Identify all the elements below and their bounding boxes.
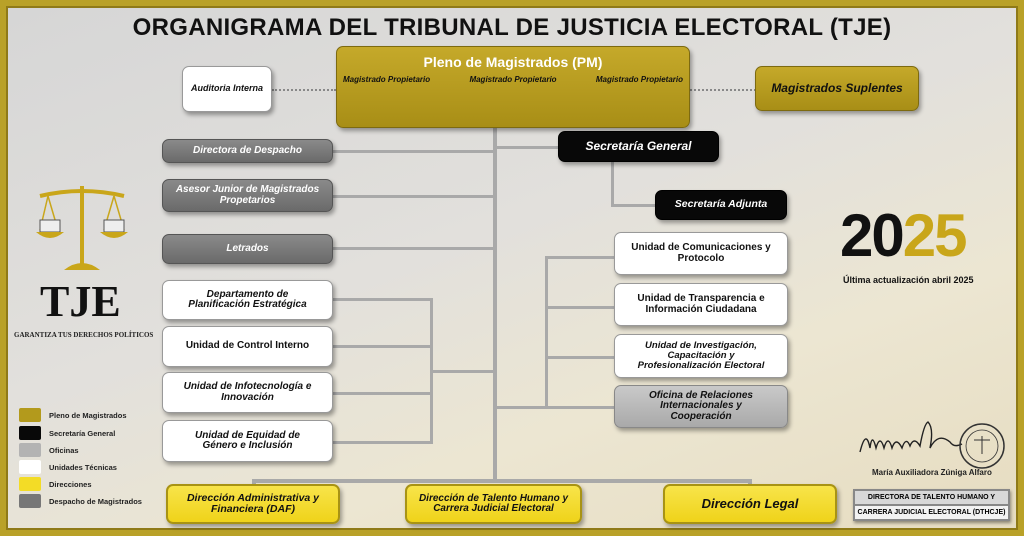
box-label: Dirección Administrativa y Financiera (D…: [186, 491, 320, 515]
secretaria-general-box[interactable]: Secretaría General: [558, 131, 719, 162]
signature-image: [859, 421, 1005, 469]
box-label: Unidad de Transparencia e Información Ci…: [637, 293, 765, 315]
box-label: Dirección Legal: [701, 496, 799, 512]
year-badge: 2025: [840, 206, 967, 266]
unit-box[interactable]: Unidad de Comunicaciones y Protocolo: [614, 232, 788, 275]
connector: [545, 256, 615, 259]
connector: [430, 298, 433, 443]
connector: [433, 370, 495, 373]
direccion-box[interactable]: Dirección Legal: [663, 484, 837, 524]
unit-box[interactable]: Oficina de Relaciones Internacionales y …: [614, 385, 788, 428]
legend-swatch: [19, 477, 41, 491]
signatory-name: María Auxiliadora Zúniga Alfaro: [872, 468, 992, 477]
connector: [545, 356, 615, 359]
box-label: Secretaría Adjunta: [674, 198, 768, 211]
legend-swatch: [19, 426, 41, 440]
box-label: Unidad de Comunicaciones y Protocolo: [631, 242, 771, 264]
connector: [333, 392, 433, 395]
connector: [333, 345, 433, 348]
box-label: Asesor Junior de Magistrados Propetarios: [175, 184, 320, 206]
direccion-box[interactable]: Dirección de Talento Humano y Carrera Ju…: [405, 484, 582, 524]
direccion-box[interactable]: Dirección Administrativa y Financiera (D…: [166, 484, 340, 524]
unit-box[interactable]: Letrados: [162, 234, 333, 264]
unit-box[interactable]: Directora de Despacho: [162, 139, 333, 163]
connector: [333, 298, 433, 301]
box-label: Dirección de Talento Humano y Carrera Ju…: [418, 492, 569, 514]
auditoria-interna-box[interactable]: Auditoria Interna: [182, 66, 272, 112]
connector: [611, 160, 614, 206]
legend-swatch: [19, 460, 41, 474]
box-label: Oficina de Relaciones Internacionales y …: [649, 389, 753, 422]
box-label: Unidad de Infotecnología e Innovación: [183, 381, 312, 403]
pleno-box[interactable]: Pleno de Magistrados (PM) Magistrado Pro…: [336, 46, 690, 128]
unit-box[interactable]: Unidad de Control Interno: [162, 326, 333, 367]
logo-tagline: GARANTIZA TUS DERECHOS POLÍTICOS: [14, 331, 154, 339]
suplentes-box[interactable]: Magistrados Suplentes: [755, 66, 919, 111]
role-line: DIRECTORA DE TALENTO HUMANO Y: [855, 491, 1008, 504]
unit-box[interactable]: Unidad de Equidad de Género e Inclusión: [162, 420, 333, 462]
year-part: 25: [902, 202, 968, 269]
unit-box[interactable]: Asesor Junior de Magistrados Propetarios: [162, 179, 333, 212]
unit-box[interactable]: Unidad de Investigación, Capacitación y …: [614, 334, 788, 378]
trunk-connector: [493, 128, 497, 480]
connector: [545, 256, 548, 408]
member-label: Magistrado Propietario: [343, 74, 431, 84]
legend-label: Unidades Técnicas: [49, 462, 117, 472]
connector: [333, 195, 495, 198]
update-note: Última actualización abril 2025: [843, 275, 974, 285]
connector: [333, 441, 433, 444]
box-label: Unidad de Control Interno: [185, 340, 310, 352]
box-label: Unidad de Equidad de Género e Inclusión: [194, 429, 300, 451]
member-label: Magistrado Propietario: [469, 74, 557, 84]
legend-label: Oficinas: [49, 445, 79, 455]
unit-box[interactable]: Unidad de Infotecnología e Innovación: [162, 372, 333, 413]
direcciones-connector: [252, 479, 752, 483]
connector: [333, 247, 495, 250]
box-label: Magistrados Suplentes: [771, 81, 903, 96]
box-label: Letrados: [226, 242, 269, 254]
legend-swatch: [19, 443, 41, 457]
legend-swatch: [19, 408, 41, 422]
legend-label: Pleno de Magistrados: [49, 410, 127, 420]
dotted-connector: [690, 89, 756, 91]
connector: [333, 150, 495, 153]
role-line: CARRERA JUDICIAL ELECTORAL (DTHCJE): [855, 506, 1008, 519]
box-label: Departamento de Planificación Estratégic…: [188, 288, 307, 310]
box-label: Directora de Despacho: [193, 144, 302, 156]
connector: [495, 406, 615, 409]
legend-label: Despacho de Magistrados: [49, 496, 142, 506]
year-part: 20: [840, 202, 905, 269]
box-label: Secretaría General: [585, 139, 692, 154]
box-label: Auditoria Interna: [190, 83, 263, 94]
connector: [495, 146, 559, 149]
legend-swatch: [19, 494, 41, 508]
pleno-title: Pleno de Magistrados (PM): [423, 54, 603, 70]
connector: [748, 479, 752, 487]
legend-label: Direcciones: [49, 479, 92, 489]
unit-box[interactable]: Unidad de Transparencia e Información Ci…: [614, 283, 788, 326]
member-label: Magistrado Propietario: [595, 74, 683, 84]
connector: [545, 306, 615, 309]
connector: [252, 479, 256, 487]
unit-box[interactable]: Departamento de Planificación Estratégic…: [162, 280, 333, 320]
secretaria-adjunta-box[interactable]: Secretaría Adjunta: [655, 190, 787, 220]
page-title: ORGANIGRAMA DEL TRIBUNAL DE JUSTICIA ELE…: [132, 14, 892, 41]
signatory-role: DIRECTORA DE TALENTO HUMANO Y CARRERA JU…: [853, 489, 1010, 521]
scales-of-justice-icon: [36, 186, 128, 270]
box-label: Unidad de Investigación, Capacitación y …: [637, 340, 765, 371]
logo-text: TJE: [40, 277, 121, 326]
connector: [611, 204, 655, 207]
legend-label: Secretaría General: [49, 428, 116, 438]
dotted-connector: [272, 89, 336, 91]
